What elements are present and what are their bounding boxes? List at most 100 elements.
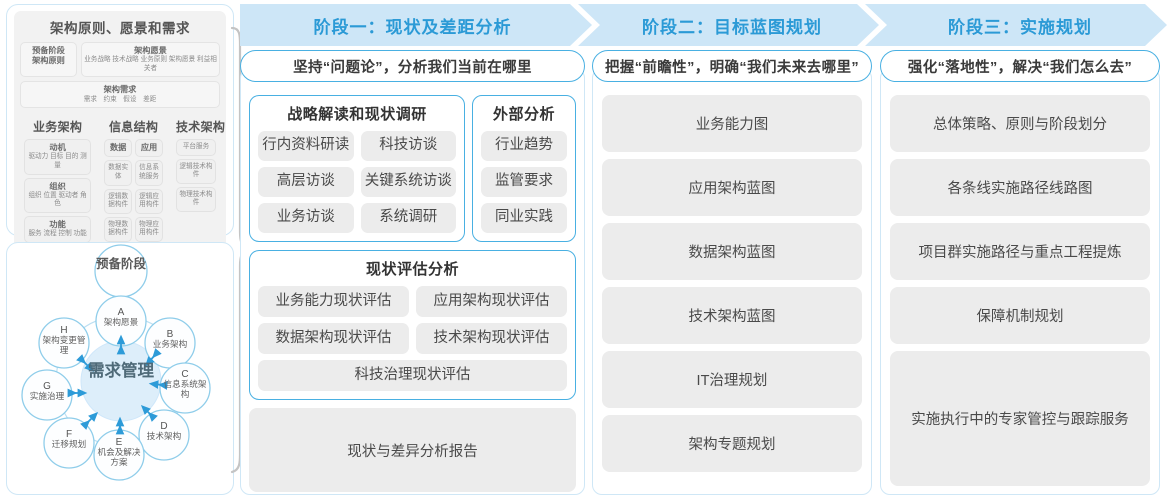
data-entity-cell: 数据实体	[104, 160, 133, 186]
chip-item[interactable]: 同业实践	[481, 203, 567, 233]
vision-cell: 架构愿景 业务战略 技术战略 业务原则 架构愿景 利益相关者	[81, 42, 220, 78]
framework-title: 架构原则、愿景和需求	[50, 21, 190, 36]
stage-3-column: 强化“落地性”，解决“我们怎么去” 总体策略、原则与阶段划分 各条线实施路径线路…	[880, 50, 1160, 495]
external-analysis-card: 外部分析 行业趋势 监管要求 同业实践	[472, 95, 576, 242]
organization-header: 组织	[49, 181, 66, 191]
stage-1-header: 阶段一：现状及差距分析	[313, 17, 512, 37]
chip-item[interactable]: 应用架构现状评估	[416, 286, 567, 317]
togaf-shell: 架构原则、愿景和需求 预备阶段 架构原则 架构愿景 业务战略 技术战略 业务原则…	[14, 11, 226, 298]
pillar-technology-architecture: 技术架构 平台服务 逻辑技术构件 物理技术构件	[172, 114, 225, 247]
chip-item[interactable]: 技术架构现状评估	[416, 323, 567, 354]
chip-item[interactable]: 行内资料研读	[258, 131, 354, 161]
logical-data-cell: 逻辑数据构件	[104, 188, 133, 214]
requirements-sub: 需求 约束 假设 差距	[83, 95, 157, 103]
application-header-cell: 应用	[135, 139, 164, 158]
togaf-content-framework-card: 架构原则、愿景和需求 预备阶段 架构原则 架构愿景 业务战略 技术战略 业务原则…	[6, 4, 234, 298]
chip-item[interactable]: 保障机制规划	[890, 287, 1150, 344]
motivation-sub: 驱动力 目标 目的 测量	[28, 153, 87, 169]
platform-service-cell: 平台服务	[176, 139, 216, 156]
application-header: 应用	[140, 143, 158, 153]
stages-area: 阶段一：现状及差距分析 阶段二：目标蓝图规划 阶段三：实施规划 坚持“问题论”，…	[240, 4, 1167, 495]
organization-cell: 组织 组织 位置 驱动者 角色	[24, 177, 92, 213]
adm-center-label: 需求管理	[88, 362, 154, 380]
strategy-research-card: 战略解读和现状调研 行内资料研读 科技访谈 高层访谈 关键系统访谈 业务访谈 系…	[249, 95, 465, 242]
chip-item[interactable]: 系统调研	[360, 203, 456, 233]
stage-3-items: 总体策略、原则与阶段划分 各条线实施路径线路图 项目群实施路径与重点工程提炼 保…	[890, 95, 1150, 486]
current-state-assessment-card: 现状评估分析 业务能力现状评估 应用架构现状评估 数据架构现状评估 技术架构现状…	[249, 250, 576, 400]
prep-header: 预备阶段	[32, 46, 65, 55]
adm-cycle: 预备阶段 需求管理 A 架构愿景 B 业务架构 C 信息系统架构	[7, 243, 235, 496]
physical-app-cell: 物理应用构件	[135, 216, 164, 242]
stage-2-chevron	[578, 4, 879, 46]
chip-item[interactable]: 数据架构蓝图	[602, 223, 862, 280]
current-state-assessment-items: 业务能力现状评估 应用架构现状评估 数据架构现状评估 技术架构现状评估 科技治理…	[258, 286, 567, 391]
pillar-information-structure: 信息结构 数据 数据实体 逻辑数据构件	[100, 114, 167, 247]
chip-item[interactable]: 实施执行中的专家管控与跟踪服务	[890, 351, 1150, 486]
current-state-assessment-title: 现状评估分析	[365, 261, 459, 278]
chip-item[interactable]: 架构专题规划	[602, 415, 862, 472]
platform-service-sub: 平台服务	[182, 143, 210, 151]
physical-tech-cell: 物理技术构件	[176, 186, 216, 212]
strategy-research-items: 行内资料研读 科技访谈 高层访谈 关键系统访谈 业务访谈 系统调研	[258, 131, 456, 233]
is-service-cell: 信息系统服务	[135, 160, 164, 186]
logical-app-cell: 逻辑应用构件	[135, 188, 164, 214]
chip-item[interactable]: 项目群实施路径与重点工程提炼	[890, 223, 1150, 280]
stage-3-subtitle: 强化“落地性”，解决“我们怎么去”	[880, 50, 1160, 82]
is-service-sub: 信息系统服务	[139, 164, 159, 180]
chip-item[interactable]: 业务访谈	[258, 203, 354, 233]
vision-sub: 业务战略 技术战略 业务原则 架构愿景 利益相关者	[84, 56, 217, 72]
chip-item[interactable]: 行业趋势	[481, 131, 567, 161]
strategy-research-title: 战略解读和现状调研	[287, 106, 427, 123]
function-cell: 功能 服务 流程 控制 功能	[24, 215, 92, 243]
chip-item[interactable]: 关键系统访谈	[360, 167, 456, 197]
data-column: 数据 数据实体 逻辑数据构件 物理数据构件	[104, 139, 133, 242]
pillar-title: 业务架构	[33, 120, 83, 135]
chip-item[interactable]: 科技访谈	[360, 131, 456, 161]
logical-tech-sub: 逻辑技术构件	[179, 162, 213, 179]
data-header-cell: 数据	[104, 139, 133, 158]
stage-3-header: 阶段三：实施规划	[948, 17, 1092, 37]
organization-sub: 组织 位置 驱动者 角色	[28, 191, 87, 208]
framework-top-row: 预备阶段 架构原则 架构愿景 业务战略 技术战略 业务原则 架构愿景 利益相关者	[20, 42, 220, 78]
motivation-header: 动机	[49, 143, 66, 153]
physical-app-sub: 物理应用构件	[139, 220, 159, 237]
stage-2-column: 把握“前瞻性”，明确“我们未来去哪里” 业务能力图 应用架构蓝图 数据架构蓝图 …	[592, 50, 872, 495]
stage-1-chevron	[240, 4, 592, 46]
data-entity-sub: 数据实体	[108, 164, 129, 180]
logical-tech-cell: 逻辑技术构件	[176, 158, 216, 184]
chip-item[interactable]: 总体策略、原则与阶段划分	[890, 95, 1150, 152]
left-panel: 架构原则、愿景和需求 预备阶段 架构原则 架构愿景 业务战略 技术战略 业务原则…	[6, 4, 250, 495]
chip-item[interactable]: 数据架构现状评估	[258, 323, 409, 354]
stage-1-column: 坚持“问题论”，分析我们当前在哪里 战略解读和现状调研 行内资料研读 科技访谈 …	[240, 50, 585, 495]
requirements-header: 架构需求	[103, 85, 137, 95]
application-column: 应用 信息系统服务 逻辑应用构件 物理应用构件	[135, 139, 164, 242]
chip-item[interactable]: 应用架构蓝图	[602, 159, 862, 216]
adm-cycle-card: 预备阶段 需求管理 A 架构愿景 B 业务架构 C 信息系统架构	[6, 242, 234, 495]
chip-item[interactable]: 技术架构蓝图	[602, 287, 862, 344]
stage-3-body: 总体策略、原则与阶段划分 各条线实施路径线路图 项目群实施路径与重点工程提炼 保…	[880, 68, 1160, 495]
chip-item[interactable]: 业务能力现状评估	[258, 286, 409, 317]
motivation-cell: 动机 驱动力 目标 目的 测量	[24, 139, 92, 175]
chip-item[interactable]: 监管要求	[481, 167, 567, 197]
stage-1-report-chip[interactable]: 现状与差异分析报告	[249, 408, 576, 492]
logical-data-sub: 逻辑数据构件	[108, 192, 129, 209]
physical-data-sub: 物理数据构件	[108, 220, 129, 237]
stage-2-items: 业务能力图 应用架构蓝图 数据架构蓝图 技术架构蓝图 IT治理规划 架构专题规划	[602, 95, 862, 472]
framework-pillars: 业务架构 动机 驱动力 目标 目的 测量 组织 组织 位置 驱动者 角色	[20, 114, 225, 247]
stage-1-subtitle: 坚持“问题论”，分析我们当前在哪里	[240, 50, 585, 82]
chip-item[interactable]: 各条线实施路径线路图	[890, 159, 1150, 216]
pillar-business-architecture: 业务架构 动机 驱动力 目标 目的 测量 组织 组织 位置 驱动者 角色	[20, 114, 96, 247]
chip-item[interactable]: 业务能力图	[602, 95, 862, 152]
function-sub: 服务 流程 控制 功能	[28, 230, 87, 238]
stage-2-body: 业务能力图 应用架构蓝图 数据架构蓝图 技术架构蓝图 IT治理规划 架构专题规划	[592, 68, 872, 495]
chip-item[interactable]: 高层访谈	[258, 167, 354, 197]
chip-item[interactable]: 科技治理现状评估	[258, 360, 567, 391]
function-header: 功能	[49, 219, 66, 229]
external-analysis-items: 行业趋势 监管要求 同业实践	[481, 131, 567, 233]
prep-cell: 预备阶段 架构原则	[20, 42, 77, 78]
adm-cycle-graphic	[21, 244, 211, 481]
stage-1-top-row: 战略解读和现状调研 行内资料研读 科技访谈 高层访谈 关键系统访谈 业务访谈 系…	[249, 95, 576, 242]
stage-2-subtitle: 把握“前瞻性”，明确“我们未来去哪里”	[592, 50, 872, 82]
vision-header: 架构愿景	[134, 46, 167, 55]
chip-item[interactable]: IT治理规划	[602, 351, 862, 408]
